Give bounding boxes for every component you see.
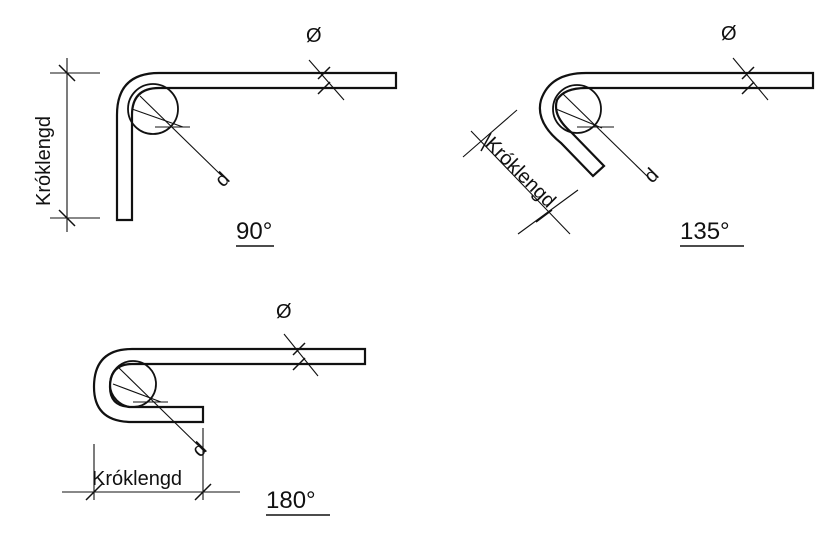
hook-180-d-label: d bbox=[188, 438, 211, 461]
hook-90-figure: d Ø Króklengd 90° bbox=[33, 25, 398, 247]
hook-135-length-ext-bot bbox=[517, 189, 579, 235]
hook-180-length-tick-right bbox=[194, 483, 212, 501]
hook-135-length-tick-top bbox=[480, 132, 492, 152]
hook-90-length-label: Króklengd bbox=[33, 116, 55, 206]
hook-90-dia-symbol: Ø bbox=[306, 25, 322, 47]
hook-180-length-tick-left bbox=[85, 483, 103, 501]
hook-90-dia-line bbox=[308, 59, 345, 101]
hook-180-centerline bbox=[112, 383, 162, 403]
hook-135-bar bbox=[538, 71, 815, 178]
hook-180-angle-label: 180° bbox=[266, 487, 316, 514]
hook-135-length-label: Króklengd bbox=[480, 133, 559, 212]
hook-90-dia-tick1 bbox=[317, 66, 331, 80]
hook-135-d-line bbox=[562, 93, 649, 178]
hook-135-length-line bbox=[470, 130, 571, 235]
hook-180-bar bbox=[92, 347, 367, 424]
hook-90-d-line bbox=[139, 95, 223, 177]
hook-90-d-label: d bbox=[211, 168, 234, 191]
hook-135-figure: d Ø Króklengd 135° bbox=[462, 23, 815, 247]
hook-90-bend-circle bbox=[127, 83, 179, 135]
hook-90-length-tick-top bbox=[58, 64, 76, 82]
hook-180-dia-symbol: Ø bbox=[276, 301, 292, 323]
hook-90-angle-label: 90° bbox=[236, 218, 272, 245]
hook-180-dia-tick2 bbox=[292, 357, 306, 371]
hook-135-dia-symbol: Ø bbox=[721, 23, 737, 45]
hook-180-dia-tick1 bbox=[292, 342, 306, 356]
hook-180-bend-circle bbox=[109, 360, 157, 408]
hook-135-dia-line bbox=[732, 57, 769, 101]
hook-90-centerline bbox=[131, 108, 184, 128]
hook-180-figure: d Ø Króklengd 180° bbox=[62, 301, 367, 516]
hook-135-d-label: d bbox=[640, 164, 663, 187]
hook-135-length-tick-bot bbox=[535, 209, 553, 223]
hook-90-dia-tick2 bbox=[317, 81, 331, 95]
hook-180-d-line bbox=[118, 367, 206, 453]
hook-135-angle-label: 135° bbox=[680, 218, 730, 245]
hook-135-dia-tick1 bbox=[741, 66, 755, 80]
hook-135-dia-tick2 bbox=[741, 81, 755, 95]
hook-90-length-tick-bot bbox=[58, 209, 76, 227]
hook-135-bend-circle bbox=[552, 84, 602, 134]
hook-180-dia-line bbox=[283, 333, 319, 377]
hook-90-bar bbox=[115, 71, 398, 222]
hook-180-length-label: Króklengd bbox=[92, 468, 182, 490]
